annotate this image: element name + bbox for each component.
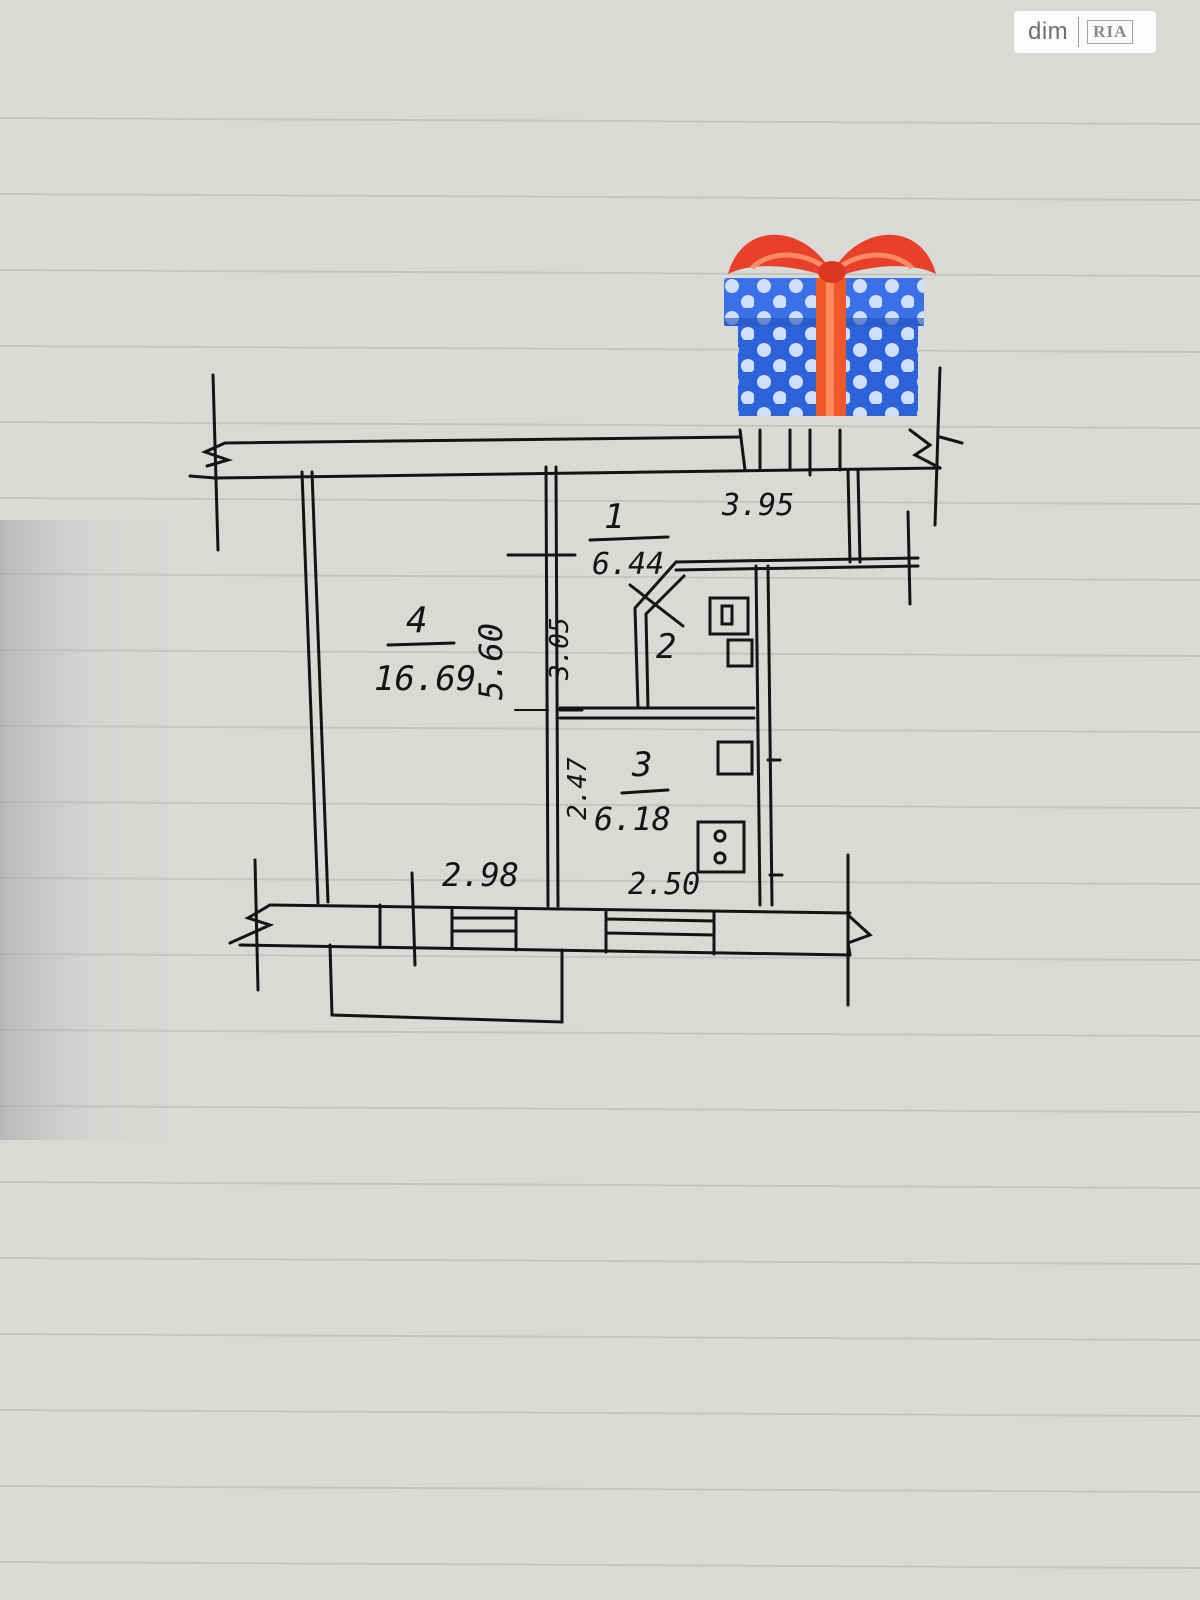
room-1-area: 6.44 xyxy=(592,547,664,582)
paper-rule-line xyxy=(0,117,1200,125)
paper-rule-line xyxy=(0,269,1200,277)
corridor-length: 3.05 xyxy=(545,617,575,681)
top-wall-outer xyxy=(223,435,742,445)
kitchen-sink-fixture xyxy=(716,740,754,776)
paper-rule-line xyxy=(0,497,1200,505)
kitchen-length: 2.47 xyxy=(563,757,593,820)
corridor-width: 3.95 xyxy=(721,488,794,523)
watermark-mark: RIA xyxy=(1087,20,1134,44)
room-1-number: 1 xyxy=(604,497,624,537)
paper-rule-line xyxy=(0,1485,1200,1493)
room-3-number: 3 xyxy=(631,745,652,785)
sink-fixture xyxy=(726,638,754,668)
top-wall-inner xyxy=(213,466,942,480)
partition-wall xyxy=(544,465,560,908)
watermark-separator xyxy=(1078,17,1080,47)
kitchen-width: 2.50 xyxy=(628,867,700,902)
room-3-area: 6.18 xyxy=(594,800,671,838)
room-4-number: 4 xyxy=(406,600,428,641)
paper-rule-line xyxy=(0,1561,1200,1569)
paper-rule-line xyxy=(0,193,1200,201)
gift-box-icon xyxy=(724,234,936,416)
paper-rule-line xyxy=(0,1181,1200,1189)
bottom-wall-inner xyxy=(268,903,852,915)
watermark-brand: dim xyxy=(1028,18,1069,45)
dim-ria-logo: dim RIA xyxy=(1014,11,1156,53)
room-4-length: 5.60 xyxy=(472,623,510,700)
bottom-wall-outer xyxy=(238,943,852,957)
paper-rule-line xyxy=(0,1257,1200,1265)
left-wall xyxy=(300,470,330,905)
toilet-fixture xyxy=(708,596,750,636)
bath-wall xyxy=(754,564,774,907)
paper-rule-line xyxy=(0,1333,1200,1341)
room-4-area: 16.69 xyxy=(374,659,476,699)
room-4-width: 2.98 xyxy=(442,856,519,894)
paper-rule-line xyxy=(0,1409,1200,1417)
paper-rule-line xyxy=(0,421,1200,429)
stove-fixture xyxy=(696,820,746,874)
balcony xyxy=(328,943,564,1024)
room-2-number: 2 xyxy=(656,627,676,667)
paper-rule-line xyxy=(0,345,1200,353)
